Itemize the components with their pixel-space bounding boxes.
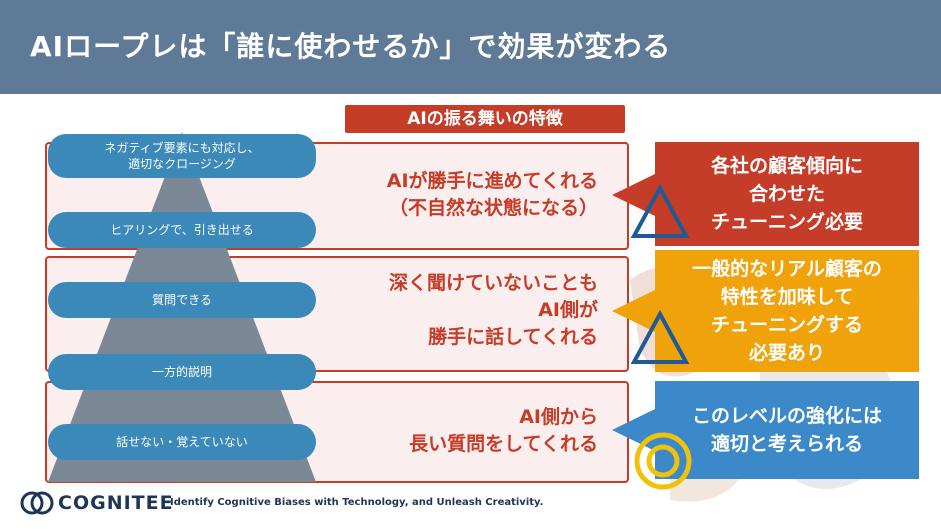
evaluation-box-blue: このレベルの強化には 適切と考えられる xyxy=(655,381,919,479)
behavior-text-top: AIが勝手に進めてくれる （不自然な状態になる） xyxy=(386,170,598,219)
triangle-mark-icon xyxy=(630,310,690,364)
behavior-text-bottom: AI側から 長い質問をしてくれる xyxy=(409,406,598,455)
footer-tagline: Identify Cognitive Biases with Technolog… xyxy=(170,497,544,508)
double-circle-mark-icon xyxy=(634,432,692,490)
arrow-left-blue xyxy=(612,409,655,451)
logo-text: COGNITEE xyxy=(58,492,174,514)
pyramid-level-one-way: 一方的説明 xyxy=(48,354,316,390)
arrow-left-yellow xyxy=(612,290,655,332)
pyramid-level-closing: ネガティブ要素にも対応し、 適切なクロージング xyxy=(48,134,316,178)
header-bar: AIロープレは「誰に使わせるか」で効果が変わる xyxy=(0,0,941,94)
triangle-mark-icon xyxy=(630,184,690,238)
section-subtitle: AIの振る舞いの特徴 xyxy=(345,105,625,133)
pyramid-level-questioning: 質問できる xyxy=(48,282,316,318)
evaluation-box-yellow: 一般的なリアル顧客の 特性を加味して チューニングする 必要あり xyxy=(655,250,919,372)
pyramid-level-cannot-speak: 話せない・覚えていない xyxy=(48,424,316,460)
page-title: AIロープレは「誰に使わせるか」で効果が変わる xyxy=(30,30,672,63)
evaluation-box-red: 各社の顧客傾向に 合わせた チューニング必要 xyxy=(655,142,919,246)
behavior-text-middle: 深く聞けていないことも AI側が 勝手に話してくれる xyxy=(388,272,598,348)
cognitee-logo: COGNITEE xyxy=(20,490,174,516)
pyramid-level-hearing: ヒアリングで、引き出せる xyxy=(48,212,316,248)
logo-mark-icon xyxy=(20,491,54,515)
